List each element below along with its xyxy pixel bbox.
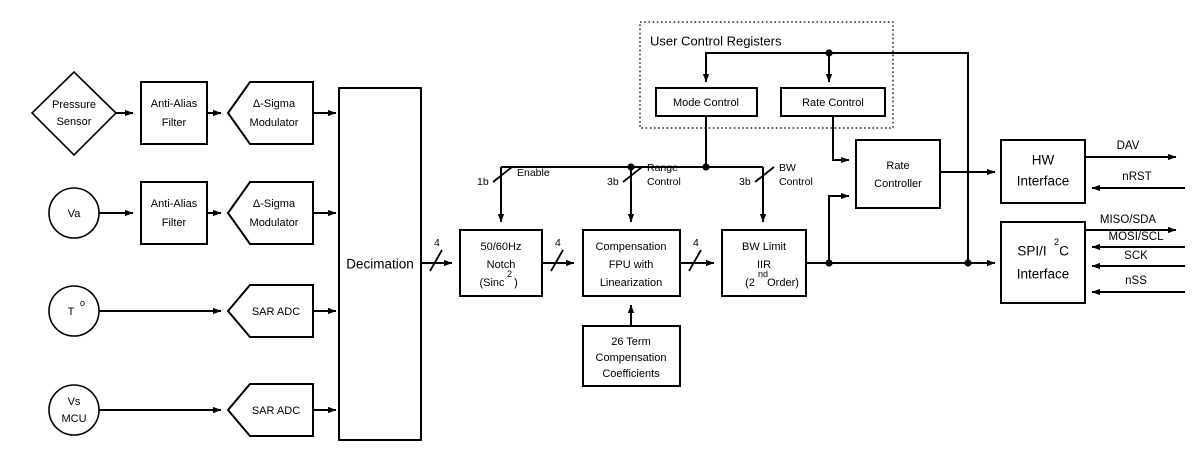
rate-controller-line2: Controller — [874, 178, 922, 190]
bw-width: 3b — [739, 176, 751, 188]
bw-limit-line3: (2 — [745, 277, 755, 289]
vs-mcu-label-line1: Vs — [68, 396, 81, 408]
io-signal-miso-sda: MISO/SDA — [1085, 214, 1177, 234]
bw-label-line2: Control — [779, 176, 813, 188]
delta-sigma-modulator-2-line1: Δ-Sigma — [253, 198, 296, 210]
rate-control-label: Rate Control — [802, 97, 864, 109]
control-signal-range: 3b Range Control — [607, 162, 681, 188]
notch-line3-post: ) — [514, 277, 518, 289]
notch-block[interactable]: 50/60Hz Notch (Sinc 2 ) — [459, 229, 543, 297]
range-width: 3b — [607, 176, 619, 188]
sar-adc-1-label: SAR ADC — [252, 306, 300, 318]
spi-i2c-interface-block[interactable]: SPI/I 2 C Interface — [1000, 221, 1086, 304]
pressure-sensor-label-line2: Sensor — [57, 116, 92, 128]
io-signal-nss: nSS — [1091, 275, 1185, 296]
bw-limit-line3-post: Order) — [767, 277, 799, 289]
anti-alias-filter-1[interactable]: Anti-Alias Filter — [140, 81, 208, 145]
bw-limit-line2: IIR — [757, 259, 771, 271]
enable-label: Enable — [517, 167, 550, 179]
compensation-block[interactable]: Compensation FPU with Linearization — [582, 229, 681, 297]
delta-sigma-modulator-2[interactable]: Δ-Sigma Modulator — [226, 181, 314, 245]
notch-line1: 50/60Hz — [481, 241, 522, 253]
range-label-line1: Range — [647, 162, 678, 174]
mode-control-label: Mode Control — [673, 97, 739, 109]
coefficients-line2: Compensation — [596, 352, 667, 364]
rate-controller-line1: Rate — [886, 160, 909, 172]
delta-sigma-modulator-1-line2: Modulator — [250, 117, 299, 129]
delta-sigma-modulator-1[interactable]: Δ-Sigma Modulator — [226, 81, 314, 145]
input-temperature[interactable]: T o — [48, 285, 100, 337]
spi-i2c-line1-post: C — [1059, 244, 1069, 259]
mode-fanout-junction-center — [702, 163, 710, 171]
sar-adc-2-label: SAR ADC — [252, 405, 300, 417]
io-signal-nrst: nRST — [1091, 171, 1185, 192]
mode-control-block[interactable]: Mode Control — [655, 87, 758, 117]
anti-alias-filter-1-line1: Anti-Alias — [151, 98, 198, 110]
va-label: Va — [68, 208, 82, 220]
bw-label-line1: BW — [779, 162, 796, 174]
user-control-registers-label: User Control Registers — [650, 33, 782, 48]
decimation-block[interactable]: Decimation — [338, 87, 422, 441]
compensation-line2: FPU with — [609, 259, 654, 271]
sck-label: SCK — [1124, 250, 1148, 262]
hw-interface-line1: HW — [1032, 153, 1055, 168]
spi-i2c-line2: Interface — [1017, 267, 1070, 282]
vs-mcu-label-line2: MCU — [61, 413, 86, 425]
compensation-line3: Linearization — [600, 277, 662, 289]
range-label-line2: Control — [647, 176, 681, 188]
notch-line3-sup: 2 — [507, 269, 512, 279]
pressure-sensor-label-line1: Pressure — [52, 99, 96, 111]
anti-alias-filter-2[interactable]: Anti-Alias Filter — [140, 181, 208, 245]
anti-alias-filter-1-line2: Filter — [162, 117, 187, 129]
spi-i2c-line1-sup: 2 — [1054, 237, 1059, 247]
bw-limit-block[interactable]: BW Limit IIR (2 nd Order) — [721, 229, 807, 297]
enable-width: 1b — [477, 176, 489, 188]
bw-limit-line1: BW Limit — [742, 241, 786, 253]
delta-sigma-modulator-1-line1: Δ-Sigma — [253, 98, 296, 110]
coefficients-line3: Coefficients — [602, 368, 660, 380]
spi-i2c-line1: SPI/I — [1017, 244, 1046, 259]
io-signal-sck: SCK — [1091, 250, 1185, 270]
register-bus-junction — [825, 49, 833, 57]
temperature-label: T — [68, 306, 75, 318]
input-va[interactable]: Va — [48, 187, 100, 239]
hw-interface-block[interactable]: HW Interface — [1000, 139, 1086, 204]
temperature-degree-sup: o — [80, 298, 85, 308]
dav-label: DAV — [1117, 140, 1140, 152]
sar-adc-1[interactable]: SAR ADC — [226, 284, 314, 338]
coefficients-line1: 26 Term — [611, 336, 651, 348]
notch-line3: (Sinc — [479, 277, 505, 289]
decimation-label: Decimation — [346, 257, 414, 272]
notch-line2: Notch — [487, 259, 516, 271]
compensation-line1: Compensation — [596, 241, 667, 253]
control-signal-enable: 1b Enable — [477, 166, 550, 188]
input-pressure-sensor[interactable]: Pressure Sensor — [30, 70, 118, 157]
rate-controller-block[interactable]: Rate Controller — [855, 139, 941, 209]
user-control-registers-group — [639, 21, 894, 129]
anti-alias-filter-2-line1: Anti-Alias — [151, 198, 198, 210]
coefficients-block[interactable]: 26 Term Compensation Coefficients — [582, 325, 681, 387]
io-signal-dav: DAV — [1085, 140, 1177, 161]
delta-sigma-modulator-2-line2: Modulator — [250, 217, 299, 229]
miso-sda-label: MISO/SDA — [1100, 214, 1157, 226]
mosi-scl-label: MOSI/SCL — [1109, 231, 1165, 243]
bus-width-compensation-out: 4 — [693, 237, 699, 249]
bw-limit-line3-sup: nd — [758, 269, 768, 279]
rate-control-block[interactable]: Rate Control — [780, 87, 886, 117]
bus-width-notch-out: 4 — [555, 237, 561, 249]
bus-width-decimation-out: 4 — [434, 237, 440, 249]
hw-interface-line2: Interface — [1017, 174, 1070, 189]
sar-adc-2[interactable]: SAR ADC — [226, 383, 314, 437]
io-signal-mosi-scl: MOSI/SCL — [1091, 231, 1185, 251]
nss-label: nSS — [1125, 275, 1147, 287]
control-signal-bw: 3b BW Control — [739, 162, 813, 188]
nrst-label: nRST — [1122, 171, 1151, 183]
anti-alias-filter-2-line2: Filter — [162, 217, 187, 229]
input-vs-mcu[interactable]: Vs MCU — [48, 384, 100, 436]
